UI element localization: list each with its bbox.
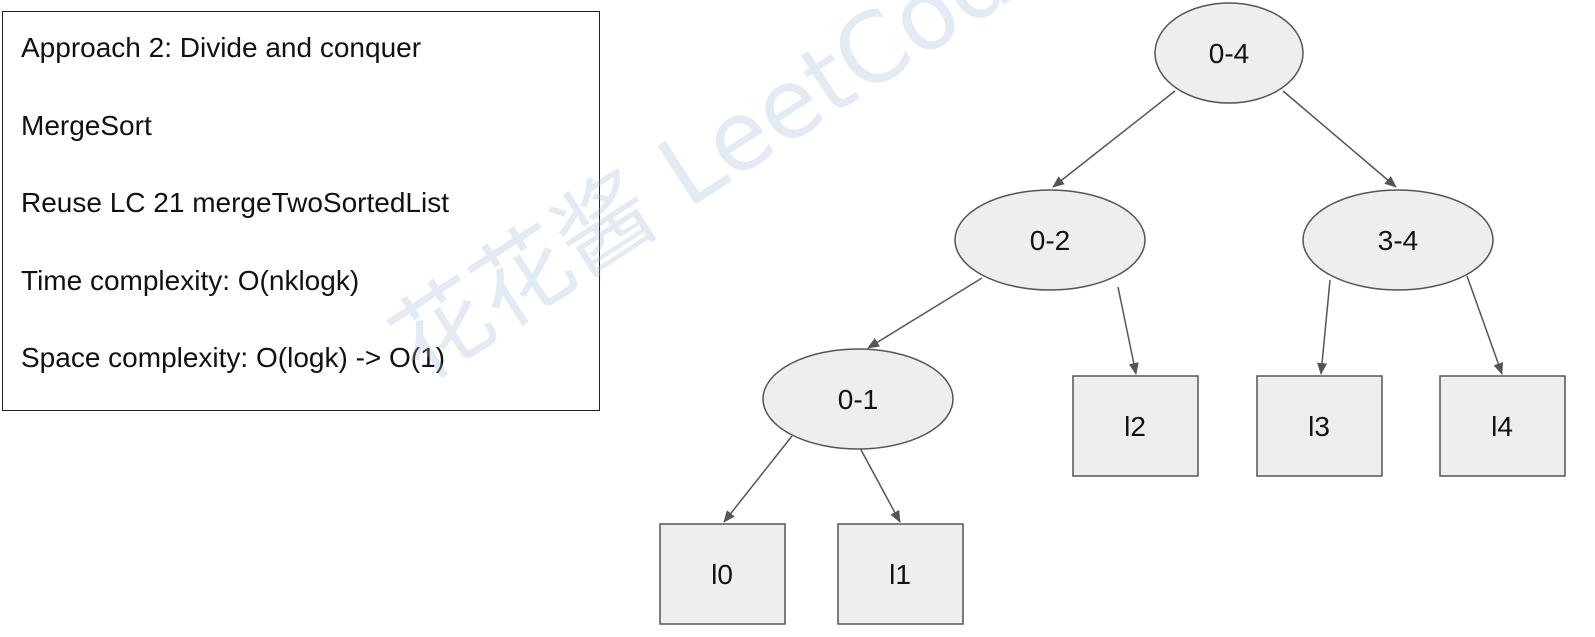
- leaf-list-l2: l2: [1072, 375, 1199, 477]
- edge-0-4-to-0-2: [1052, 90, 1176, 188]
- leaf-shape: [659, 523, 786, 625]
- leaf-list-l4: l4: [1439, 375, 1566, 477]
- time-complexity: Time complexity: O(nklogk): [21, 265, 360, 296]
- node-shape: [762, 348, 954, 450]
- tree-edges: [723, 90, 1504, 523]
- algorithm-name: MergeSort: [21, 110, 152, 141]
- leaf-shape: [1439, 375, 1566, 477]
- approach-notes-box: Approach 2: Divide and conquer MergeSort…: [2, 11, 600, 411]
- node-shape: [1302, 189, 1494, 291]
- reuse-note: Reuse LC 21 mergeTwoSortedList: [21, 187, 449, 218]
- space-complexity: Space complexity: O(logk) -> O(1): [21, 342, 446, 373]
- leaf-list-l1: l1: [837, 523, 964, 625]
- node-label: 0-2: [1030, 225, 1070, 256]
- leaf-label: l4: [1491, 411, 1513, 442]
- edge-3-4-to-l4: [1466, 275, 1504, 375]
- leaf-shape: [837, 523, 964, 625]
- node-shape: [1154, 2, 1304, 104]
- edge-0-1-to-l1: [859, 447, 901, 523]
- node-shape: [954, 189, 1146, 291]
- leaf-label: l0: [711, 559, 733, 590]
- tree-node-3-4: 3-4: [1302, 189, 1494, 291]
- edge-0-4-to-3-4: [1282, 90, 1397, 188]
- leaf-shape: [1072, 375, 1199, 477]
- tree-node-0-1: 0-1: [762, 348, 954, 450]
- node-label: 0-4: [1209, 38, 1249, 69]
- node-label: 3-4: [1378, 225, 1418, 256]
- leaf-label: l1: [889, 559, 911, 590]
- tree-node-0-2: 0-2: [954, 189, 1146, 291]
- node-label: 0-1: [838, 384, 878, 415]
- leaf-label: l2: [1124, 411, 1146, 442]
- approach-title: Approach 2: Divide and conquer: [21, 32, 422, 63]
- edge-0-2-to-l2: [1117, 286, 1139, 375]
- tree-node-0-4: 0-4: [1154, 2, 1304, 104]
- leaf-label: l3: [1308, 411, 1330, 442]
- leaf-list-l3: l3: [1256, 375, 1383, 477]
- edge-0-1-to-l0: [723, 435, 793, 523]
- leaf-shape: [1256, 375, 1383, 477]
- leaf-list-l0: l0: [659, 523, 786, 625]
- edge-3-4-to-l3: [1317, 279, 1331, 375]
- edge-0-2-to-0-1: [867, 277, 983, 349]
